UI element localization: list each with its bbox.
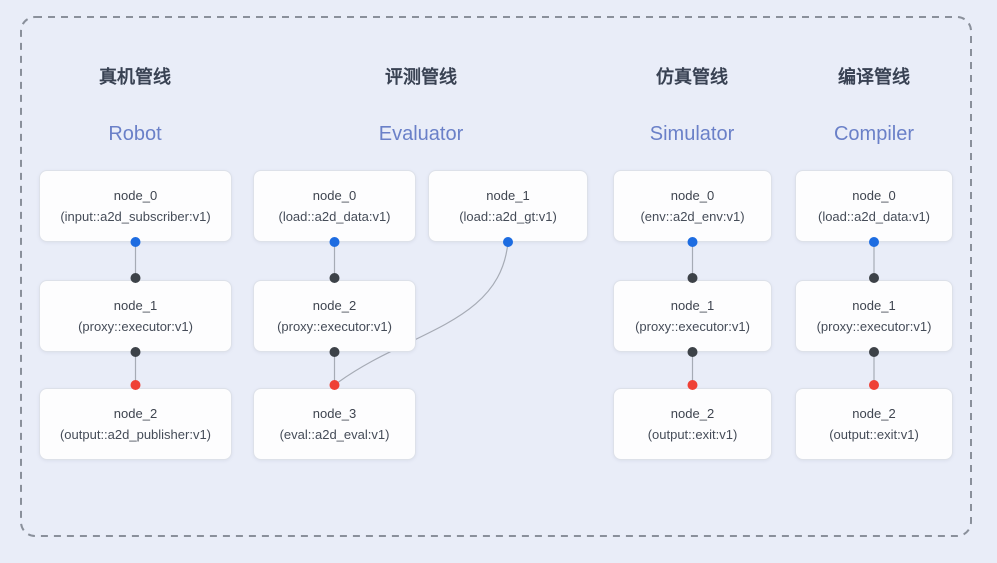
node-name-label: node_2 [852,406,896,421]
node-name-label: node_0 [113,188,158,203]
robot-node_1: node_1(proxy::executor:v1) [39,280,232,352]
node-impl-label: (proxy::executor:v1) [635,319,750,334]
node-name-label: node_3 [312,406,357,421]
compiler-node_1: node_1(proxy::executor:v1) [795,280,953,352]
evaluator-title-en: Evaluator [378,123,464,145]
node-name-label: node_2 [113,406,158,421]
robot-node_2: node_2(output::a2d_publisher:v1) [39,388,232,460]
node-impl-label: (output::a2d_publisher:v1) [59,427,212,442]
node-impl-label: (input::a2d_subscriber:v1) [60,209,211,224]
node-name-label: node_0 [852,188,896,203]
simulator-title-zh: 仿真管线 [656,67,728,87]
node-name-label: node_0 [670,188,715,203]
evaluator-node_2: node_2(proxy::executor:v1) [253,280,416,352]
node-impl-label: (proxy::executor:v1) [78,319,193,334]
node-impl-label: (eval::a2d_eval:v1) [279,427,390,442]
simulator-node_2: node_2(output::exit:v1) [613,388,772,460]
node-impl-label: (output::exit:v1) [829,427,919,442]
node-impl-label: (env::a2d_env:v1) [640,209,745,224]
evaluator-node_3: node_3(eval::a2d_eval:v1) [253,388,416,460]
node-name-label: node_2 [312,298,357,313]
compiler-title-zh: 编译管线 [838,67,910,87]
simulator-node_1: node_1(proxy::executor:v1) [613,280,772,352]
robot-title-zh: 真机管线 [99,67,171,87]
simulator-node_0: node_0(env::a2d_env:v1) [613,170,772,242]
node-impl-label: (load::a2d_gt:v1) [459,209,557,224]
node-name-label: node_0 [312,188,357,203]
compiler-node_0: node_0(load::a2d_data:v1) [795,170,953,242]
compiler-title-en: Compiler [833,123,915,145]
robot-title-en: Robot [108,123,162,145]
evaluator-node_1: node_1(load::a2d_gt:v1) [428,170,588,242]
node-impl-label: (load::a2d_data:v1) [817,209,931,224]
node-name-label: node_1 [113,298,158,313]
evaluator-title-zh: 评测管线 [385,67,457,87]
node-impl-label: (output::exit:v1) [647,427,738,442]
robot-node_0: node_0(input::a2d_subscriber:v1) [39,170,232,242]
node-name-label: node_1 [670,298,715,313]
node-name-label: node_2 [670,406,715,421]
node-impl-label: (proxy::executor:v1) [277,319,392,334]
node-impl-label: (proxy::executor:v1) [816,319,932,334]
node-name-label: node_1 [852,298,896,313]
node-name-label: node_1 [486,188,530,203]
compiler-node_2: node_2(output::exit:v1) [795,388,953,460]
evaluator-node_0: node_0(load::a2d_data:v1) [253,170,416,242]
node-impl-label: (load::a2d_data:v1) [278,209,391,224]
simulator-title-en: Simulator [649,123,735,145]
